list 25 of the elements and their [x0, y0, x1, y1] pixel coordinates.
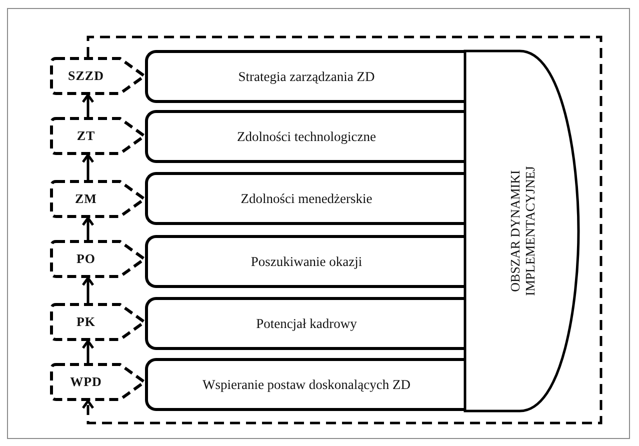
box-label: Potencjał kadrowy	[255, 316, 358, 332]
rounded-box	[145, 235, 465, 288]
arrow	[82, 340, 94, 363]
box-label: Wspieranie postaw doskonalących ZD	[201, 376, 412, 392]
arrow	[82, 216, 94, 240]
rounded-box	[145, 358, 465, 411]
box-label: Strategia zarządzania ZD	[237, 68, 376, 84]
arrow	[82, 154, 94, 180]
rounded-box	[145, 110, 465, 163]
box-label: Zdolności technologiczne	[236, 128, 378, 144]
tag-label: PK	[76, 314, 96, 330]
tag-label: PO	[76, 251, 96, 267]
rounded-box	[145, 172, 465, 225]
tag-label: ZT	[76, 128, 96, 144]
box-label: Poszukiwanie okazji	[250, 254, 364, 270]
vertical-label: OBSZAR DYNAMIKI IMPLEMENTACYJNEJ	[507, 165, 537, 298]
dashed-feedback-arrow	[82, 36, 602, 424]
box-label: Zdolności menedżerskie	[240, 190, 374, 206]
tag-label: WPD	[70, 374, 102, 390]
tag-label: ZM	[75, 191, 97, 207]
tag-label: SZZD	[68, 68, 104, 84]
rounded-box	[145, 297, 465, 350]
arrow	[82, 276, 94, 303]
arrow	[82, 94, 94, 117]
rounded-box	[145, 50, 465, 103]
